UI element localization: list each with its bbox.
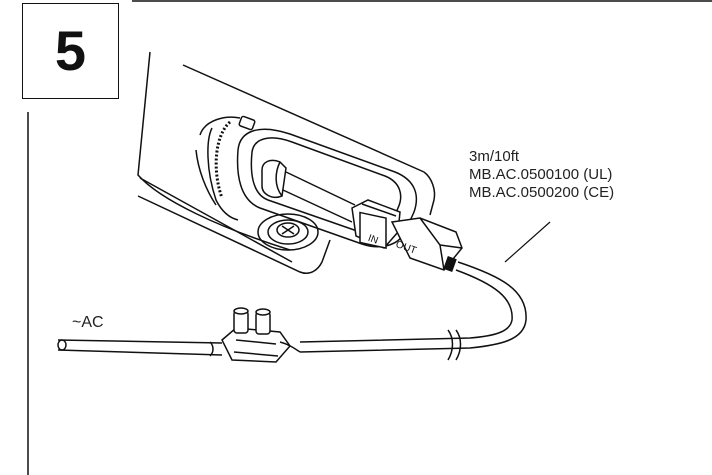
cable-length-label: 3m/10ft <box>469 148 520 165</box>
mounting-screw <box>257 213 319 251</box>
cable-callout: 3m/10ft MB.AC.0500100 (UL) MB.AC.0500200… <box>469 148 614 202</box>
cable-gland <box>261 159 356 223</box>
output-cable <box>299 261 527 361</box>
cable-part-ce-label: MB.AC.0500200 (CE) <box>469 184 615 201</box>
mains-ac-label: ~AC <box>72 314 104 331</box>
step-number-box: 5 <box>22 3 119 99</box>
connector-in-label: IN <box>366 233 379 247</box>
step-number: 5 <box>54 19 87 82</box>
end-cap-dial <box>195 115 256 221</box>
terminal-block <box>221 307 301 363</box>
callout-leader-line <box>504 221 551 263</box>
in-out-connector: IN OUT <box>351 199 463 272</box>
cable-part-ul-label: MB.AC.0500100 (UL) <box>469 166 613 183</box>
mains-cable <box>57 339 223 357</box>
luminaire-body <box>137 51 436 274</box>
